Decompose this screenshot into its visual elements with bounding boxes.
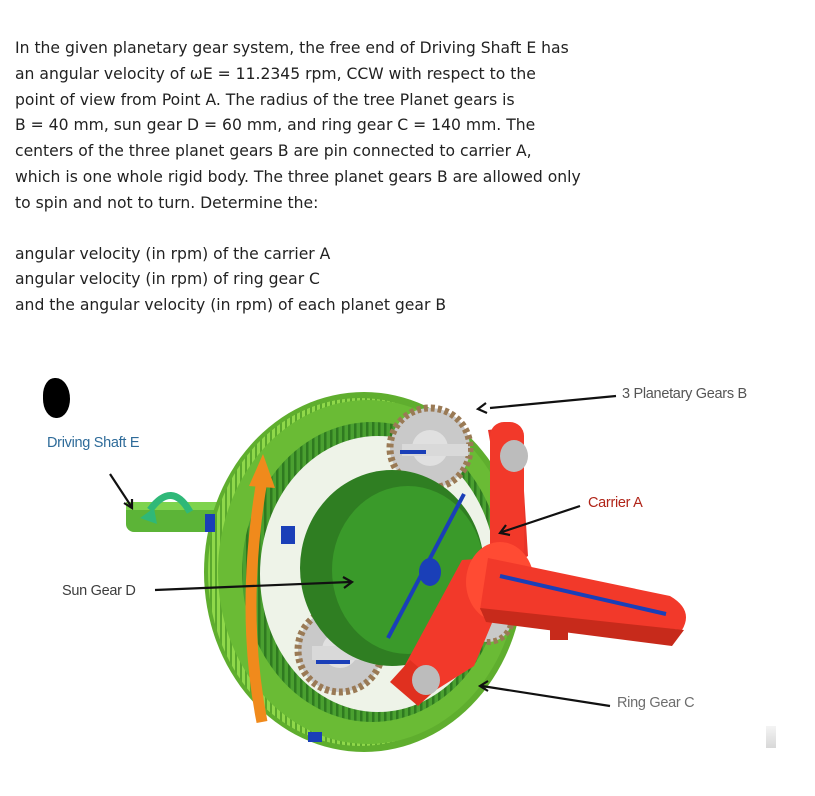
leader-carrier — [501, 504, 581, 534]
driving-shaft — [126, 492, 222, 532]
label-planetary-gears: 3 Planetary Gears B — [622, 386, 747, 402]
output-shaft — [480, 558, 686, 646]
label-ring-gear: Ring Gear C — [617, 695, 695, 711]
gear-illustration — [109, 392, 686, 752]
question-ring: angular velocity (in rpm) of ring gear C — [15, 270, 320, 289]
label-sun-gear: Sun Gear D — [62, 583, 136, 599]
planetary-gear-figure: Driving Shaft E Sun Gear D 3 Planetary G… — [0, 360, 815, 796]
leader-shaft — [109, 473, 132, 507]
question-carrier: angular velocity (in rpm) of the carrier… — [15, 244, 331, 263]
leader-planetary-arrow-icon — [475, 402, 488, 415]
leader-lines — [109, 394, 617, 708]
problem-statement: In the given planetary gear system, the … — [15, 36, 615, 319]
planet-gear-top — [386, 404, 474, 492]
rotation-arrow-icon — [147, 492, 194, 514]
leader-ring — [481, 684, 611, 708]
ink-blot — [43, 378, 70, 418]
problem-paragraph: In the given planetary gear system, the … — [15, 39, 581, 212]
leader-sun — [154, 580, 351, 592]
ring-direction-arrow — [245, 454, 275, 724]
edge-smudge — [766, 726, 776, 748]
label-carrier: Carrier A — [588, 495, 643, 511]
leader-planetary — [489, 394, 617, 410]
label-driving-shaft: Driving Shaft E — [47, 435, 140, 451]
question-planet: and the angular velocity (in rpm) of eac… — [15, 296, 447, 315]
